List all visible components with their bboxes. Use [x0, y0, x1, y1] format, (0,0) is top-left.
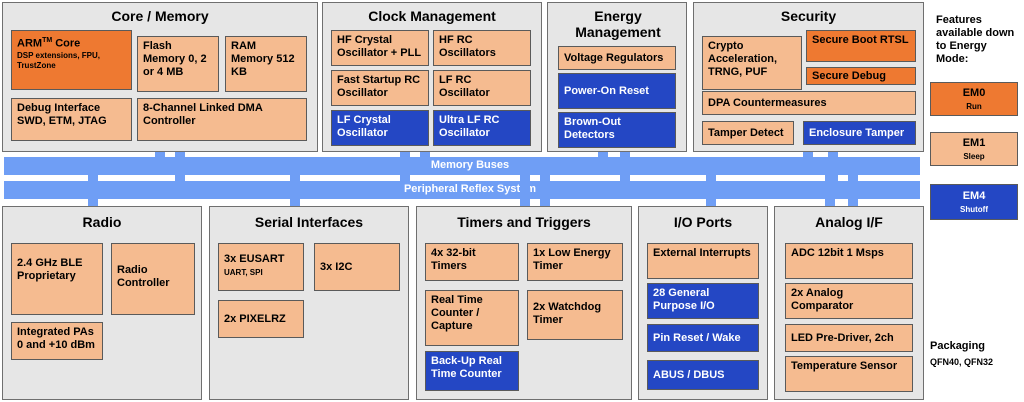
- peripheral-reflex-bus: [4, 181, 920, 199]
- connector: [420, 150, 430, 160]
- eusart-label: 3x EUSART: [224, 253, 285, 265]
- connector: [803, 150, 813, 160]
- connector: [620, 150, 630, 182]
- security-group: Security Crypto Acceleration, TRNG, PUF …: [693, 2, 924, 152]
- dma-controller-block: 8-Channel Linked DMA Controller: [137, 98, 307, 141]
- secure-debug-block: Secure Debug: [806, 67, 916, 85]
- connector: [848, 175, 858, 207]
- analog-if-group: Analog I/F ADC 12bit 1 Msps 2x Analog Co…: [774, 206, 924, 400]
- connector: [706, 175, 716, 207]
- flash-memory-block: Flash Memory 0, 2 or 4 MB: [137, 36, 219, 92]
- legend-em4: EM4 Shutoff: [930, 184, 1018, 220]
- clock-title: Clock Management: [368, 8, 496, 24]
- enclosure-tamper-block: Enclosure Tamper: [803, 121, 916, 145]
- crypto-block: Crypto Acceleration, TRNG, PUF: [702, 36, 802, 90]
- arm-core-suffix: Core: [52, 37, 81, 50]
- voltage-regulators-block: Voltage Regulators: [558, 46, 676, 70]
- legend-em0: EM0 Run: [930, 82, 1018, 116]
- radio-freq-block: 2.4 GHz BLE Proprietary: [11, 243, 103, 315]
- timers-triggers-group: Timers and Triggers 4x 32-bit Timers 1x …: [416, 206, 632, 400]
- timers-title: Timers and Triggers: [457, 214, 591, 230]
- core-memory-title: Core / Memory: [111, 8, 209, 24]
- legend-em4-label: EM4: [962, 190, 986, 202]
- radio-group: Radio 2.4 GHz BLE Proprietary Radio Cont…: [2, 206, 202, 400]
- abus-dbus-block: ABUS / DBUS: [647, 360, 759, 390]
- adc-block: ADC 12bit 1 Msps: [785, 243, 913, 279]
- timers-32bit-block: 4x 32-bit Timers: [425, 243, 519, 281]
- radio-title: Radio: [82, 214, 122, 230]
- legend-em1: EM1 Sleep: [930, 132, 1018, 166]
- pin-reset-block: Pin Reset / Wake: [647, 324, 759, 352]
- radio-controller-block: Radio Controller: [111, 243, 195, 315]
- energy-title: Energy Management: [575, 8, 661, 40]
- security-title: Security: [780, 8, 837, 24]
- ram-memory-block: RAM Memory 512 KB: [225, 36, 307, 92]
- connector: [520, 175, 530, 207]
- peripheral-bus-label: Peripheral Reflex System: [403, 183, 537, 195]
- legend-em1-label: EM1: [962, 137, 986, 149]
- memory-bus: [4, 157, 920, 175]
- eusart-sub: UART, SPI: [224, 268, 263, 277]
- connector: [175, 150, 185, 182]
- serial-interfaces-group: Serial Interfaces 3x EUSART UART, SPI 3x…: [209, 206, 409, 400]
- arm-core-sub: DSP extensions, FPU, TrustZone: [17, 50, 100, 70]
- connector: [400, 150, 410, 182]
- led-predriver-block: LED Pre-Driver, 2ch: [785, 324, 913, 352]
- legend-em4-sub: Shutoff: [960, 205, 988, 214]
- watchdog-timer-block: 2x Watchdog Timer: [527, 290, 623, 340]
- legend-em0-label: EM0: [962, 87, 986, 99]
- legend-em0-sub: Run: [966, 102, 982, 111]
- legend-heading: Features available down to Energy Mode:: [936, 14, 1015, 65]
- dpa-countermeasures-block: DPA Countermeasures: [702, 91, 916, 115]
- analog-title: Analog I/F: [815, 214, 883, 230]
- connector: [155, 150, 165, 160]
- lf-crystal-block: LF Crystal Oscillator: [331, 110, 429, 146]
- connector: [540, 175, 550, 207]
- core-memory-group: Core / Memory ARMTM Core DSP extensions,…: [2, 2, 318, 152]
- external-interrupts-block: External Interrupts: [647, 243, 759, 279]
- arm-core-label: ARM: [17, 37, 43, 50]
- analog-comparator-block: 2x Analog Comparator: [785, 283, 913, 319]
- arm-tm: TM: [42, 37, 53, 44]
- hf-rc-block: HF RC Oscillators: [433, 30, 531, 66]
- fast-startup-block: Fast Startup RC Oscillator: [331, 70, 429, 106]
- pixelrz-block: 2x PIXELRZ: [218, 300, 304, 338]
- energy-management-group: Energy Management Voltage Regulators Pow…: [547, 2, 687, 152]
- packaging-value: QFN40, QFN32: [930, 357, 994, 367]
- hf-crystal-block: HF Crystal Oscillator + PLL: [331, 30, 429, 66]
- eusart-block: 3x EUSART UART, SPI: [218, 243, 304, 291]
- memory-bus-label: Memory Buses: [430, 159, 510, 171]
- io-ports-group: I/O Ports External Interrupts 28 General…: [638, 206, 768, 400]
- low-energy-timer-block: 1x Low Energy Timer: [527, 243, 623, 281]
- clock-management-group: Clock Management HF Crystal Oscillator +…: [322, 2, 542, 152]
- gpio-block: 28 General Purpose I/O: [647, 283, 759, 319]
- tamper-detect-block: Tamper Detect: [702, 121, 794, 145]
- temperature-sensor-block: Temperature Sensor: [785, 356, 913, 392]
- i2c-block: 3x I2C: [314, 243, 400, 291]
- debug-interface-block: Debug Interface SWD, ETM, JTAG: [11, 98, 132, 141]
- packaging-label: Packaging: [930, 340, 986, 352]
- io-title: I/O Ports: [673, 214, 733, 230]
- arm-core-block: ARMTM Core DSP extensions, FPU, TrustZon…: [11, 30, 132, 90]
- ultra-lf-rc-block: Ultra LF RC Oscillator: [433, 110, 531, 146]
- real-time-counter-block: Real Time Counter / Capture: [425, 290, 519, 346]
- connector: [828, 150, 838, 182]
- serial-title: Serial Interfaces: [254, 214, 364, 230]
- backup-rtc-block: Back-Up Real Time Counter: [425, 351, 519, 391]
- connector: [825, 175, 835, 207]
- legend-em1-sub: Sleep: [963, 152, 985, 161]
- connector: [88, 175, 98, 207]
- connector: [290, 175, 300, 207]
- power-on-reset-block: Power-On Reset: [558, 73, 676, 109]
- lf-rc-block: LF RC Oscillator: [433, 70, 531, 106]
- secure-boot-block: Secure Boot RTSL: [806, 30, 916, 62]
- connector: [598, 150, 608, 160]
- integrated-pas-block: Integrated PAs 0 and +10 dBm: [11, 322, 103, 360]
- brown-out-block: Brown-Out Detectors: [558, 112, 676, 148]
